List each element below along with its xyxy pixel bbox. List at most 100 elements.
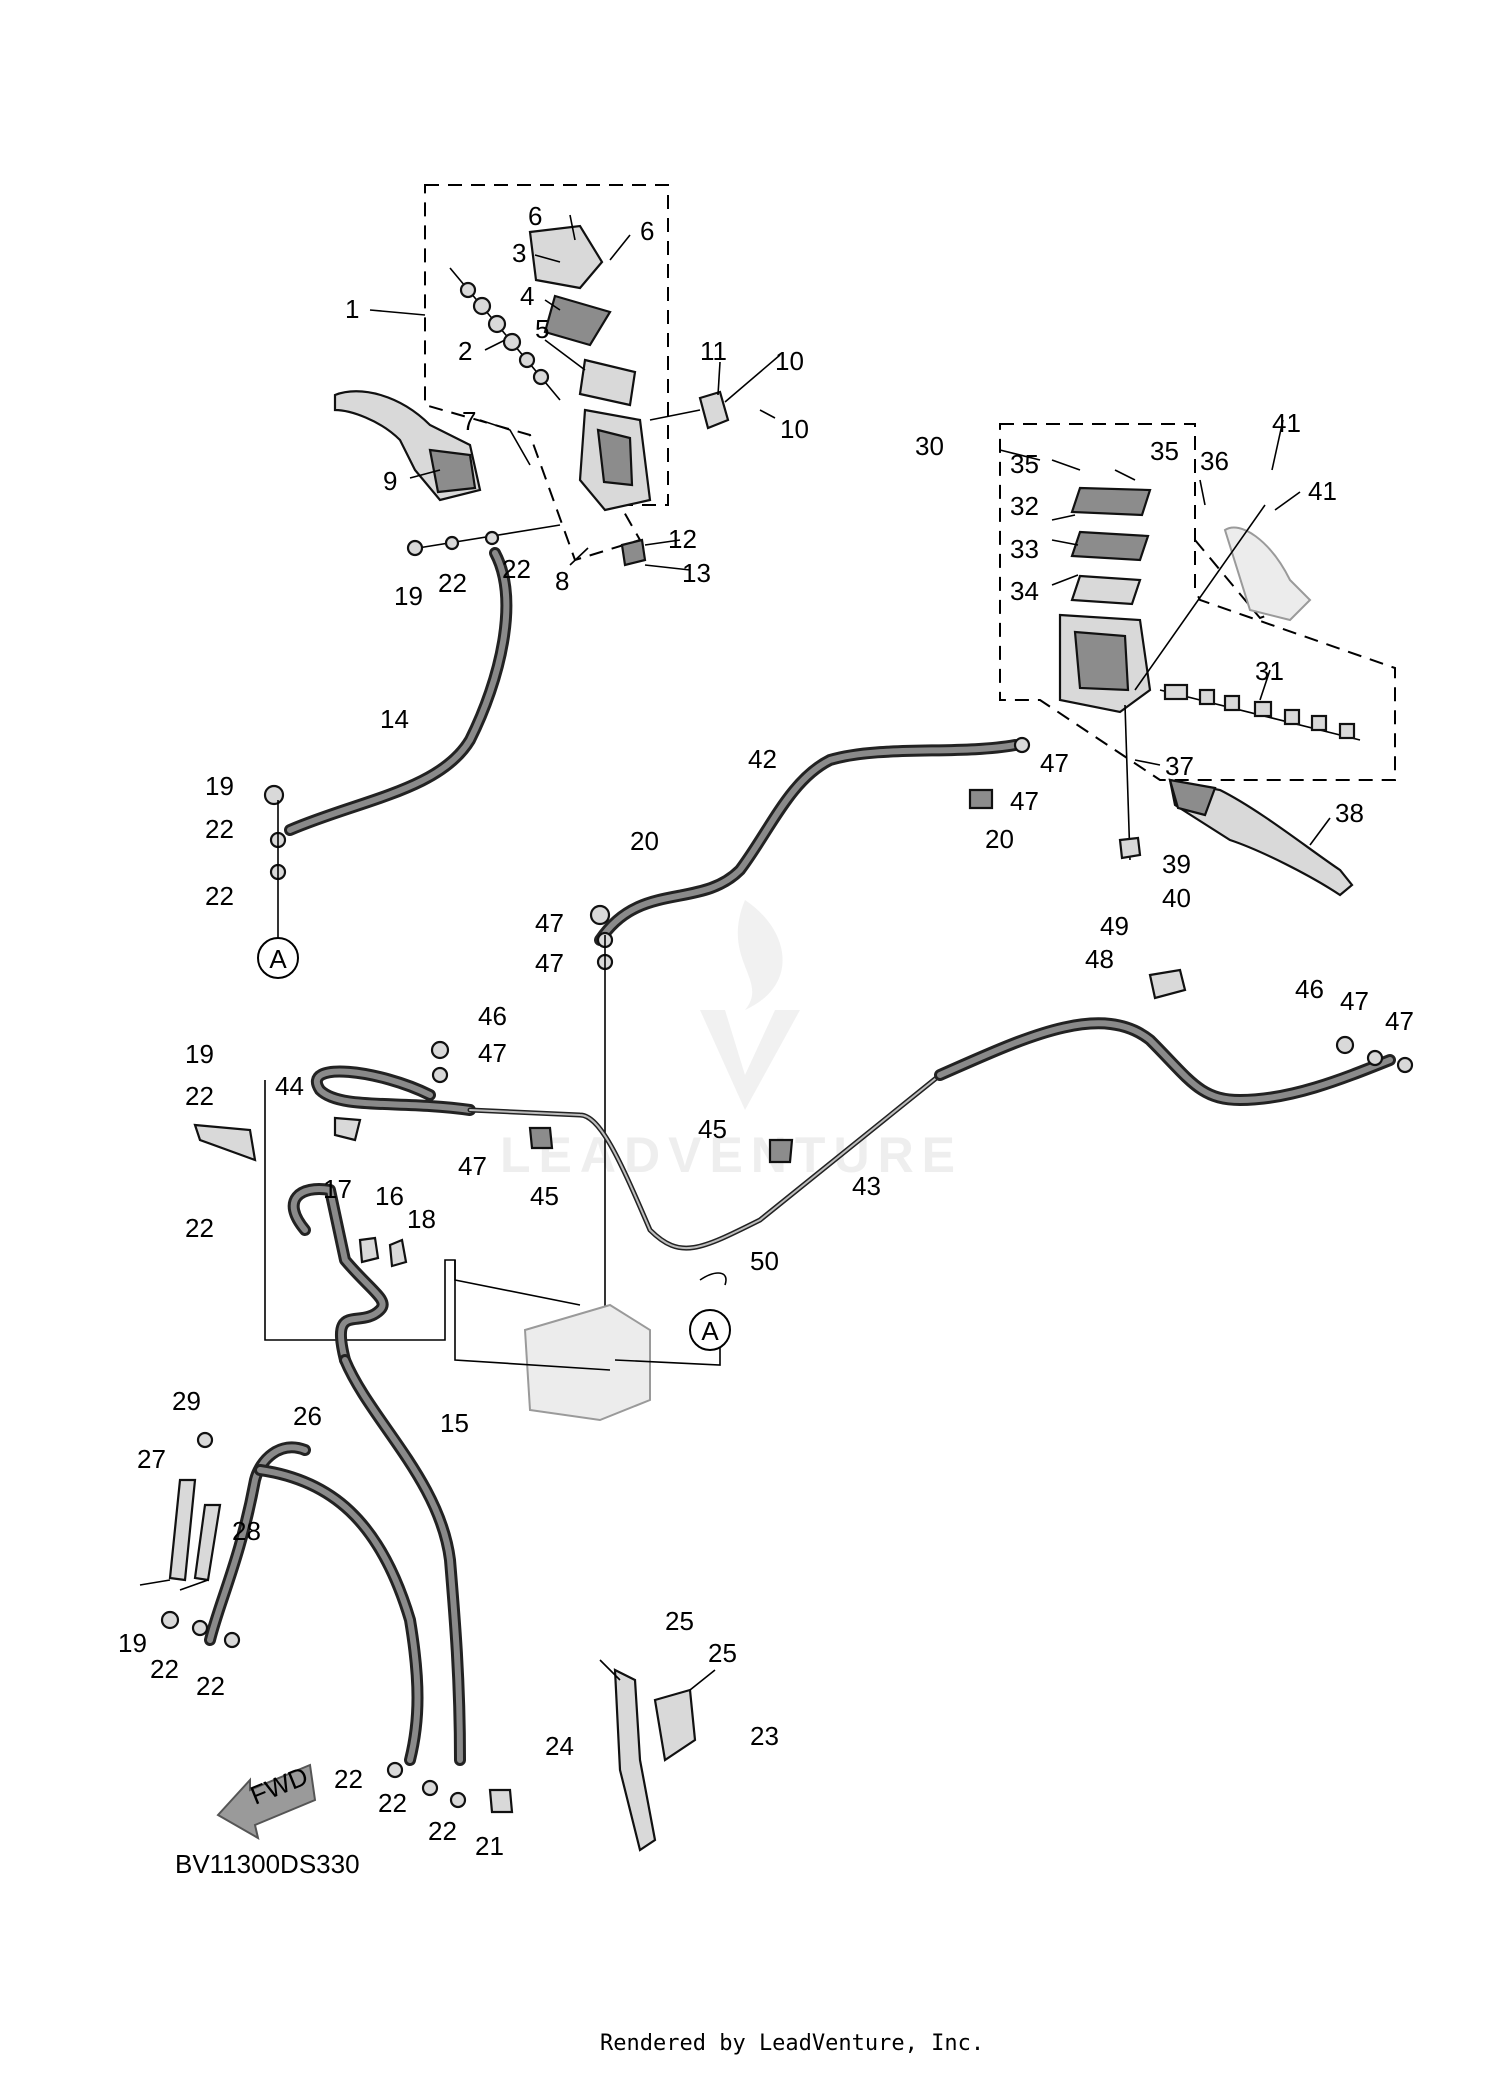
callout-26[interactable]: 26 — [293, 1401, 322, 1431]
callout-23[interactable]: 23 — [750, 1721, 779, 1751]
callout-7[interactable]: 7 — [462, 406, 476, 436]
callout-10b[interactable]: 10 — [780, 414, 809, 444]
callout-25a[interactable]: 25 — [665, 1606, 694, 1636]
callout-6a[interactable]: 6 — [528, 201, 542, 231]
brake-hose-14 — [263, 524, 561, 945]
callout-35a[interactable]: 35 — [1010, 449, 1039, 479]
abs-hydraulic-unit: A — [264, 1080, 731, 1422]
front-brake-lever[interactable] — [333, 390, 482, 502]
callout-18[interactable]: 18 — [407, 1204, 436, 1234]
callout-38[interactable]: 38 — [1335, 798, 1364, 828]
callout-22d[interactable]: 22 — [205, 881, 234, 911]
callout-44[interactable]: 44 — [275, 1071, 304, 1101]
callout-17[interactable]: 17 — [323, 1174, 352, 1204]
callout-47h[interactable]: 47 — [1385, 1006, 1414, 1036]
callout-31[interactable]: 31 — [1255, 656, 1284, 686]
callout-5[interactable]: 5 — [535, 314, 549, 344]
callout-41b[interactable]: 41 — [1308, 476, 1337, 506]
callout-22c[interactable]: 22 — [205, 814, 234, 844]
callout-29[interactable]: 29 — [172, 1386, 201, 1416]
callout-11[interactable]: 11 — [700, 336, 727, 366]
callout-25b[interactable]: 25 — [708, 1638, 737, 1668]
callout-labels: 1 2 3 4 5 6 6 7 8 9 10 10 11 12 13 14 15… — [118, 201, 1414, 1861]
callout-19d[interactable]: 19 — [118, 1628, 147, 1658]
callout-50[interactable]: 50 — [750, 1246, 779, 1276]
callout-8[interactable]: 8 — [555, 566, 569, 596]
callout-34[interactable]: 34 — [1010, 576, 1039, 606]
rear-brake-lever[interactable] — [1168, 778, 1354, 897]
callout-47c[interactable]: 47 — [535, 908, 564, 938]
callout-1[interactable]: 1 — [345, 294, 359, 324]
callout-12[interactable]: 12 — [668, 524, 697, 554]
callout-45b[interactable]: 45 — [698, 1114, 727, 1144]
brake-hose-42 — [589, 736, 1031, 1320]
callout-36[interactable]: 36 — [1200, 446, 1229, 476]
callout-24[interactable]: 24 — [545, 1731, 574, 1761]
callout-43[interactable]: 43 — [852, 1171, 881, 1201]
callout-19c[interactable]: 19 — [185, 1039, 214, 1069]
svg-text:A: A — [701, 1316, 719, 1346]
watermark: LEADVENTURE — [500, 900, 963, 1183]
callout-22a[interactable]: 22 — [438, 568, 467, 598]
callout-45a[interactable]: 45 — [530, 1181, 559, 1211]
callout-13[interactable]: 13 — [682, 558, 711, 588]
callout-22g[interactable]: 22 — [150, 1654, 179, 1684]
callout-22j[interactable]: 22 — [378, 1788, 407, 1818]
bracket-27-28 — [139, 1431, 222, 1591]
callout-49[interactable]: 49 — [1100, 911, 1129, 941]
callout-22f[interactable]: 22 — [185, 1213, 214, 1243]
footer-credit: Rendered by LeadVenture, Inc. — [600, 2031, 984, 2056]
piston-kit — [449, 267, 561, 401]
callout-20a[interactable]: 20 — [630, 826, 659, 856]
callout-4[interactable]: 4 — [520, 281, 534, 311]
callout-22e[interactable]: 22 — [185, 1081, 214, 1111]
callout-30[interactable]: 30 — [915, 431, 944, 461]
callout-37[interactable]: 37 — [1165, 751, 1194, 781]
callout-47e[interactable]: 47 — [478, 1038, 507, 1068]
piston-kit-31 — [1159, 683, 1361, 741]
callout-47g[interactable]: 47 — [1340, 986, 1369, 1016]
callout-27[interactable]: 27 — [137, 1444, 166, 1474]
callout-47b[interactable]: 47 — [1010, 786, 1039, 816]
callout-15[interactable]: 15 — [440, 1408, 469, 1438]
callout-41a[interactable]: 41 — [1272, 408, 1301, 438]
fwd-arrow-icon: FWD — [216, 1761, 317, 1841]
callout-3[interactable]: 3 — [512, 238, 526, 268]
front-caliper-hoses — [160, 1123, 514, 1814]
callout-47a[interactable]: 47 — [1040, 748, 1069, 778]
callout-40[interactable]: 40 — [1162, 883, 1191, 913]
callout-46b[interactable]: 46 — [1295, 974, 1324, 1004]
rear-master-cylinder-assembly — [999, 423, 1396, 897]
callout-16[interactable]: 16 — [375, 1181, 404, 1211]
callout-28[interactable]: 28 — [232, 1516, 261, 1546]
watermark-text: LEADVENTURE — [500, 1127, 963, 1183]
callout-19b[interactable]: 19 — [205, 771, 234, 801]
callout-22k[interactable]: 22 — [428, 1816, 457, 1846]
callout-10a[interactable]: 10 — [775, 346, 804, 376]
callout-48[interactable]: 48 — [1085, 944, 1114, 974]
callout-22h[interactable]: 22 — [196, 1671, 225, 1701]
front-master-cylinder-assembly — [333, 184, 730, 567]
ref-marker-a-upper: A — [257, 937, 299, 979]
callout-14[interactable]: 14 — [380, 704, 409, 734]
callout-21[interactable]: 21 — [475, 1831, 504, 1861]
diagram-code: BV11300DS330 — [175, 1849, 360, 1879]
callout-6b[interactable]: 6 — [640, 216, 654, 246]
callout-9[interactable]: 9 — [383, 466, 397, 496]
callout-2[interactable]: 2 — [458, 336, 472, 366]
callout-35b[interactable]: 35 — [1150, 436, 1179, 466]
callout-19a[interactable]: 19 — [394, 581, 423, 611]
callout-20b[interactable]: 20 — [985, 824, 1014, 854]
callout-33[interactable]: 33 — [1010, 534, 1039, 564]
leader-lines — [369, 214, 1331, 846]
callout-47f[interactable]: 47 — [458, 1151, 487, 1181]
callout-39[interactable]: 39 — [1162, 849, 1191, 879]
callout-32[interactable]: 32 — [1010, 491, 1039, 521]
callout-42[interactable]: 42 — [748, 744, 777, 774]
callout-47d[interactable]: 47 — [535, 948, 564, 978]
callout-46a[interactable]: 46 — [478, 1001, 507, 1031]
callout-22i[interactable]: 22 — [334, 1764, 363, 1794]
brake-pipe-network — [311, 968, 1414, 1286]
callout-22b[interactable]: 22 — [502, 554, 531, 584]
